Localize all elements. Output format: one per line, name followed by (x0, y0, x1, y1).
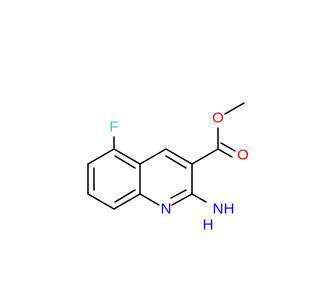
benzo-ring (87, 148, 141, 210)
bond-c4a-c5 (113, 148, 141, 165)
ester-group (191, 102, 245, 165)
bond-c2-nh2 (191, 193, 207, 203)
carbonyl-oxygen-label: O (237, 147, 249, 164)
amino-hydrogen-label: H (224, 201, 235, 218)
methoxy-oxygen-label: O (212, 110, 224, 127)
bond-c7-c8 (87, 193, 115, 210)
bond-c2-n1 (171, 193, 193, 206)
bond-c4-c3-inner (165, 155, 187, 169)
bond-c3-carbonyl (191, 148, 219, 165)
bond-c4a-c4 (139, 148, 167, 165)
molecule-structure-diagram: F O O N N H H (87, 102, 249, 234)
amino-nitrogen-label: N (213, 201, 224, 218)
bond-carbonyl-o-double-b (220, 142, 236, 152)
bond-c4a-c5-inner (114, 155, 136, 169)
ring-nitrogen-label: N (161, 201, 172, 218)
fluorine-label: F (109, 119, 118, 136)
bond-c5-c6 (87, 148, 115, 165)
bond-c2-n1-inner (170, 189, 187, 199)
bond-c8-c8a-inner (114, 189, 136, 203)
bond-carbonyl-o-double-a (217, 148, 233, 158)
amino-hydrogen-label-2: H (203, 217, 214, 234)
bond-c8-c8a (113, 193, 141, 210)
bond-n1-c8a (139, 193, 160, 206)
bond-o-methyl (224, 102, 245, 115)
pyridine-ring (139, 148, 193, 206)
bond-c4-c3 (165, 148, 193, 165)
